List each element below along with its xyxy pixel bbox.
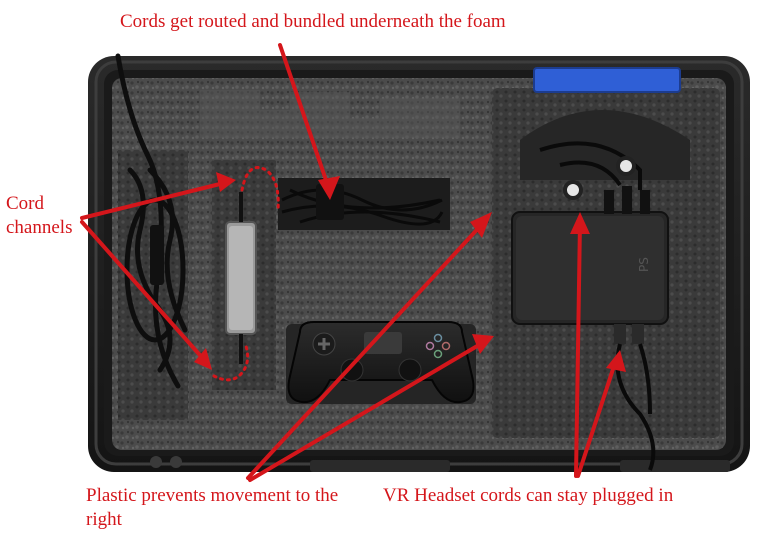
ps-logo-icon: PS bbox=[637, 257, 651, 272]
processor-unit: PS bbox=[511, 186, 669, 344]
game-controller bbox=[287, 321, 475, 404]
annotation-arrows bbox=[80, 43, 626, 482]
annotation-plastic-prevents: Plastic prevents movement to the right bbox=[86, 485, 339, 530]
power-brick bbox=[225, 192, 257, 364]
velcro-strap bbox=[150, 225, 164, 285]
bundle-strap bbox=[316, 184, 344, 220]
cable-bundle-center bbox=[281, 188, 444, 226]
annotation-cord-channels: Cord channels bbox=[6, 193, 73, 238]
annotation-cords-routed: Cords get routed and bundled underneath … bbox=[120, 11, 506, 32]
blue-game-case bbox=[533, 67, 681, 93]
annotation-vr-cords: VR Headset cords can stay plugged in bbox=[383, 485, 674, 506]
